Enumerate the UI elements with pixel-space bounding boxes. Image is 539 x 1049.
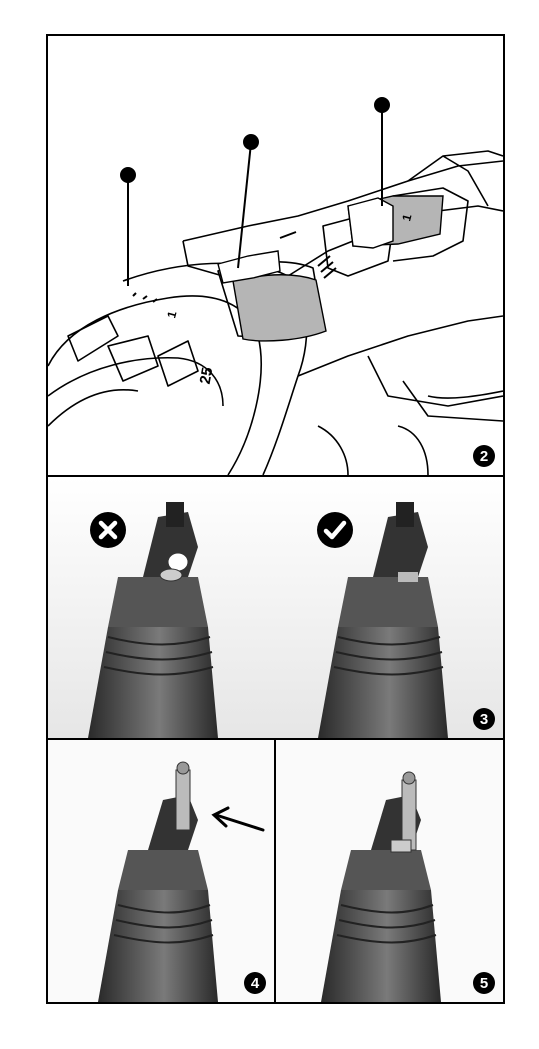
bit-inserted-illustration xyxy=(276,740,503,1002)
figure-number-badge: 2 xyxy=(473,445,495,467)
check-in-circle-icon xyxy=(315,510,355,550)
bit-insertion-illustration xyxy=(48,740,274,1002)
figure-number-badge: 4 xyxy=(244,972,266,994)
torque-min-label: 1 xyxy=(164,309,179,319)
callout-dot-mode xyxy=(244,135,258,149)
torque-max-label: 25 xyxy=(197,366,217,385)
cross-in-circle-icon xyxy=(88,510,128,550)
figure-number-badge: 3 xyxy=(473,708,495,730)
callout-dot-gear xyxy=(375,98,389,112)
figure-4-panel: 4 xyxy=(46,738,276,1004)
figure-number-badge: 5 xyxy=(473,972,495,994)
callout-line-mode xyxy=(238,143,251,268)
figure-5-panel: 5 xyxy=(274,738,505,1004)
callout-dot-torque xyxy=(121,168,135,182)
figure-2-panel: 25 1 1 2 xyxy=(46,34,505,477)
torque-collar-highlight xyxy=(233,275,326,341)
drill-top-illustration: 25 1 1 xyxy=(48,36,503,475)
figure-3-panel: 3 xyxy=(46,475,505,740)
